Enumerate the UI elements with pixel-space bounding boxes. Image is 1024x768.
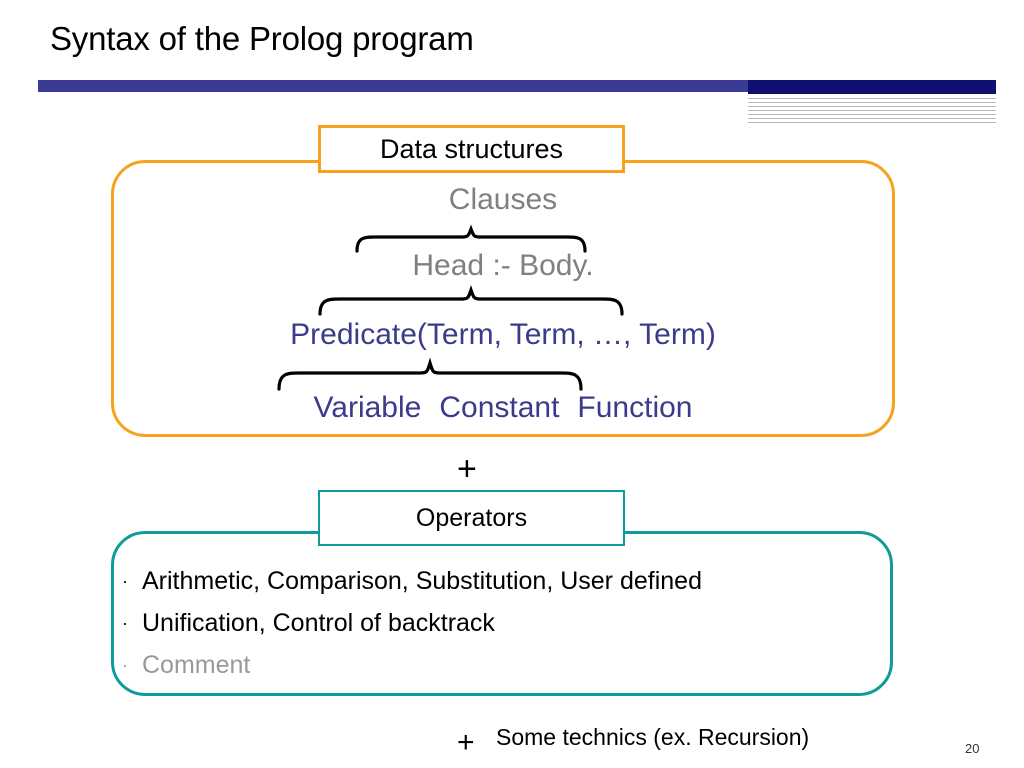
plus-icon-middle: + <box>457 450 477 488</box>
predicate-label: Predicate(Term, Term, …, Term) <box>290 318 716 351</box>
bullet-icon: · <box>122 655 128 675</box>
header-accent-bar-left <box>38 80 748 92</box>
data-structures-header-box: Data structures <box>318 125 625 173</box>
list-item-label: Arithmetic, Comparison, Substitution, Us… <box>142 567 702 595</box>
brace-icon-clauses <box>355 224 587 253</box>
list-item: · Unification, Control of backtrack <box>122 602 882 644</box>
term-kinds-row: Variable Constant Function <box>111 391 895 425</box>
list-item-label: Unification, Control of backtrack <box>142 609 495 637</box>
operators-header-text: Operators <box>415 503 528 532</box>
slide-number: 20 <box>965 741 980 756</box>
plus-icon-bottom: + <box>457 726 475 759</box>
constant-label: Constant <box>439 391 560 424</box>
header-hatch-lines <box>748 98 996 124</box>
footer-note: Some technics (ex. Recursion) <box>496 724 810 750</box>
head-body-label: Head :- Body. <box>412 249 594 282</box>
clauses-label: Clauses <box>448 183 558 216</box>
data-structures-header-text: Data structures <box>379 133 564 164</box>
header-accent-bar-right <box>748 80 996 94</box>
bullet-icon: · <box>122 571 128 591</box>
bullet-icon: · <box>122 613 128 633</box>
page-title: Syntax of the Prolog program <box>50 20 474 57</box>
operators-list: · Arithmetic, Comparison, Substitution, U… <box>122 560 882 686</box>
list-item-label: Comment <box>142 651 251 679</box>
operators-header-box: Operators <box>318 490 625 546</box>
list-item: · Comment <box>122 644 882 686</box>
variable-label: Variable <box>313 391 422 424</box>
brace-icon-head-body <box>318 284 624 316</box>
brace-icon-predicate <box>277 357 583 391</box>
list-item: · Arithmetic, Comparison, Substitution, U… <box>122 560 882 602</box>
function-label: Function <box>577 391 693 424</box>
